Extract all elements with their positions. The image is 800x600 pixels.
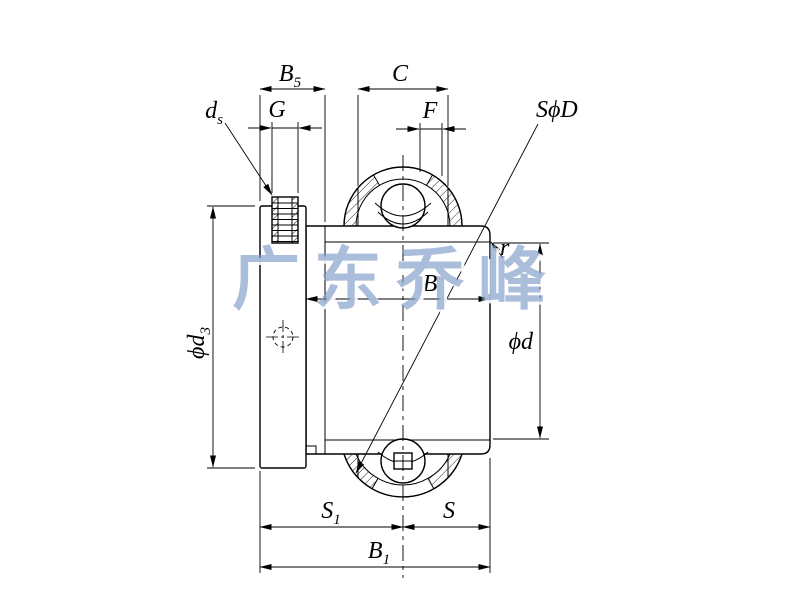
watermark-text: 广东乔峰 [232,242,560,318]
label-b1: B1 [368,538,390,568]
outer-ring-bottom-right-section [427,453,463,490]
watermark: 广东乔峰 广东乔峰 [232,242,563,321]
label-phid3: ϕd3 [184,327,214,359]
leader-r [490,241,504,259]
dimension-labels: B5 C ds G F SϕD r B ϕd3 ϕd S1 S B1 [184,61,578,568]
outer-ring-top-left-section [343,174,381,227]
set-screw-thread-lines [272,202,298,242]
hidden-screw-hole [266,320,300,354]
label-b5: B5 [279,61,302,91]
label-ds: ds [205,98,223,128]
outer-ring-top-right-section [425,174,463,227]
outer-ring-bottom-left-section [343,453,379,490]
watermark-text-highlight: 广东乔峰 [235,245,563,321]
label-f: F [422,98,438,124]
label-b: B [423,271,438,297]
label-s: S [443,498,455,524]
label-sphiD: SϕD [536,97,578,123]
outer-ring-bottom-inner-arc [377,477,429,486]
dimensions [207,86,549,573]
leader-ds [224,122,273,196]
set-screw [271,196,299,244]
label-r: r [500,235,510,261]
label-c: C [392,61,409,87]
label-phid: ϕd [509,329,534,355]
bearing-geometry [259,155,491,578]
label-s1: S1 [321,498,341,528]
bottom-left-notch [306,445,317,454]
label-g: G [268,97,285,123]
